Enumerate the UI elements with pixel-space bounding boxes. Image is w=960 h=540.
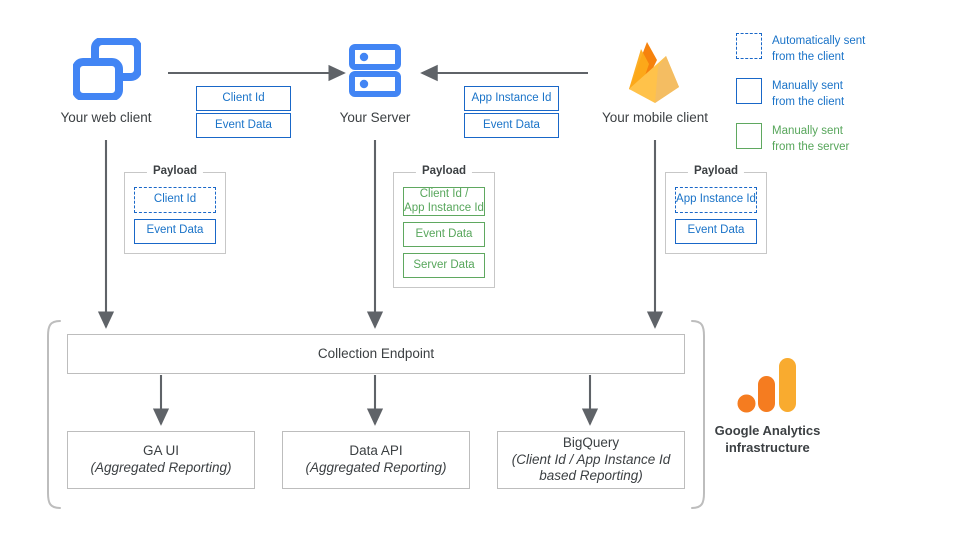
legend-label-line1: Manually sent: [772, 80, 843, 93]
infrastructure-label-line2: infrastructure: [725, 439, 810, 455]
payload-item-server-data: Server Data: [403, 253, 485, 278]
legend-swatch-solid-green-icon: [736, 123, 762, 150]
node-label-web-client: Your web client: [60, 110, 152, 125]
output-subtitle: (Aggregated Reporting): [90, 460, 232, 475]
collection-endpoint-label: Collection Endpoint: [317, 345, 435, 361]
output-box-bigquery: BigQuery (Client Id / App Instance Id ba…: [497, 431, 685, 489]
legend-item-manual-server: Manually sent from the server: [736, 123, 865, 155]
firebase-flame-icon: [619, 37, 691, 110]
output-subtitle-line2: based Reporting): [539, 468, 643, 484]
payload-mobile-client: Payload App Instance Id Event Data: [665, 165, 767, 254]
transit-chip-event-data-mobile: Event Data: [464, 113, 559, 138]
legend-label: Manually sent from the client: [772, 78, 844, 110]
payload-item-client-id: Client Id: [134, 187, 216, 213]
infrastructure-bracket-right: [691, 320, 705, 509]
payload-item-line1: Client Id /: [419, 188, 469, 200]
legend-label-line2: from the server: [772, 140, 850, 153]
payload-item-event-data: Event Data: [403, 222, 485, 248]
legend-label-line1: Manually sent: [772, 125, 843, 138]
payload-item-line2: App Instance Id: [404, 201, 484, 214]
legend-label-line2: from the client: [772, 95, 845, 108]
payload-title: Payload: [146, 165, 204, 177]
payload-web-client: Payload Client Id Event Data: [124, 165, 226, 254]
legend-label: Manually sent from the server: [772, 123, 849, 155]
legend-label-line2: from the client: [772, 50, 845, 63]
infrastructure-label: Google Analytics infrastructure: [690, 423, 845, 457]
output-subtitle-line1: (Client Id / App Instance Id: [511, 451, 671, 467]
server-rack-icon: [349, 44, 401, 103]
infrastructure-bracket: [47, 320, 61, 509]
legend-item-manual-client: Manually sent from the client: [736, 78, 865, 110]
node-label-mobile-client: Your mobile client: [601, 110, 709, 125]
legend-label-line1: Automatically sent: [772, 35, 866, 47]
output-box-ga-ui: GA UI (Aggregated Reporting): [67, 431, 255, 489]
payload-item-event-data: Event Data: [675, 218, 757, 244]
legend: Automatically sent from the client Manua…: [736, 33, 865, 168]
legend-swatch-dashed-blue-icon: [736, 33, 762, 59]
payload-item-app-instance-id: App Instance Id: [675, 187, 757, 213]
collection-endpoint-box: Collection Endpoint: [67, 334, 685, 374]
payload-item-event-data: Event Data: [134, 218, 216, 244]
google-analytics-logo: [737, 358, 799, 423]
output-title: BigQuery: [562, 434, 620, 450]
transit-chip-app-instance-id: App Instance Id: [464, 86, 559, 111]
output-subtitle: (Aggregated Reporting): [305, 460, 447, 475]
transit-chip-client-id: Client Id: [196, 86, 291, 111]
node-label-server: Your Server: [339, 110, 411, 125]
transit-chip-event-data: Event Data: [196, 113, 291, 138]
legend-item-automatic-client: Automatically sent from the client: [736, 33, 865, 65]
payload-title: Payload: [687, 165, 745, 177]
payload-server: Payload Client Id / App Instance Id Even…: [393, 165, 495, 288]
infrastructure-label-line1: Google Analytics: [714, 423, 821, 438]
browser-windows-icon: [72, 37, 142, 105]
payload-title: Payload: [415, 165, 473, 177]
output-title: Data API: [349, 443, 403, 459]
legend-swatch-solid-blue-icon: [736, 78, 762, 105]
payload-item-client-id-app-instance-id: Client Id / App Instance Id: [403, 187, 485, 217]
output-box-data-api: Data API (Aggregated Reporting): [282, 431, 470, 489]
output-title: GA UI: [142, 443, 179, 459]
legend-label: Automatically sent from the client: [772, 33, 865, 65]
